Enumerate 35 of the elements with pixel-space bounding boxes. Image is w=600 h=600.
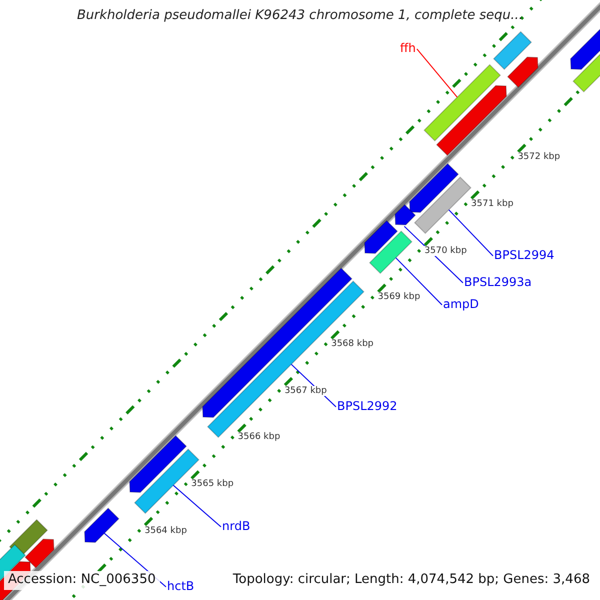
gene-feature	[414, 176, 472, 234]
gene-feature	[394, 204, 416, 226]
leader-line	[395, 257, 442, 306]
genome-info-text: Topology: circular; Length: 4,074,542 bp; Genes: 3,468	[232, 573, 590, 588]
gene-label: hctB	[167, 580, 194, 594]
tick-label: 3565 kbp	[191, 478, 234, 490]
tick-label: 3571 kbp	[471, 198, 514, 210]
leader-line	[172, 484, 222, 528]
tick-label: 3566 kbp	[238, 432, 280, 443]
gene-feature	[369, 230, 412, 274]
gene-label: nrdB	[222, 520, 250, 534]
tick-label: 3568 kbp	[331, 338, 374, 350]
tick-label: 3564 kbp	[144, 526, 187, 536]
gene-feature	[84, 508, 120, 543]
gene-label: BPSL2993a	[464, 276, 532, 290]
gene-feature	[409, 163, 459, 213]
gene-feature	[424, 64, 501, 142]
gene-feature	[507, 56, 538, 88]
tick-label: 3570 kbp	[424, 246, 467, 256]
gene-label: BPSL2994	[494, 249, 554, 263]
title: Burkholderia pseudomallei K96243 chromosome 1, complete sequ...	[76, 9, 524, 24]
accession-text: Accession: NC_006350	[4, 571, 160, 590]
gene-feature	[493, 31, 532, 70]
leader-line	[416, 48, 458, 98]
gene-feature	[436, 85, 507, 156]
gene-feature	[24, 538, 54, 568]
gene-feature	[129, 435, 187, 493]
gene-label: BPSL2992	[337, 400, 398, 414]
gene-feature	[364, 220, 398, 254]
leader-line	[448, 209, 494, 256]
gene-label: ffh	[400, 42, 416, 56]
tick-label: 3569 kbp	[378, 292, 420, 303]
tick-label: 3567 kbp	[284, 386, 327, 396]
tick-label: 3572 kbp	[518, 152, 560, 163]
gene-label: ampD	[443, 298, 479, 312]
